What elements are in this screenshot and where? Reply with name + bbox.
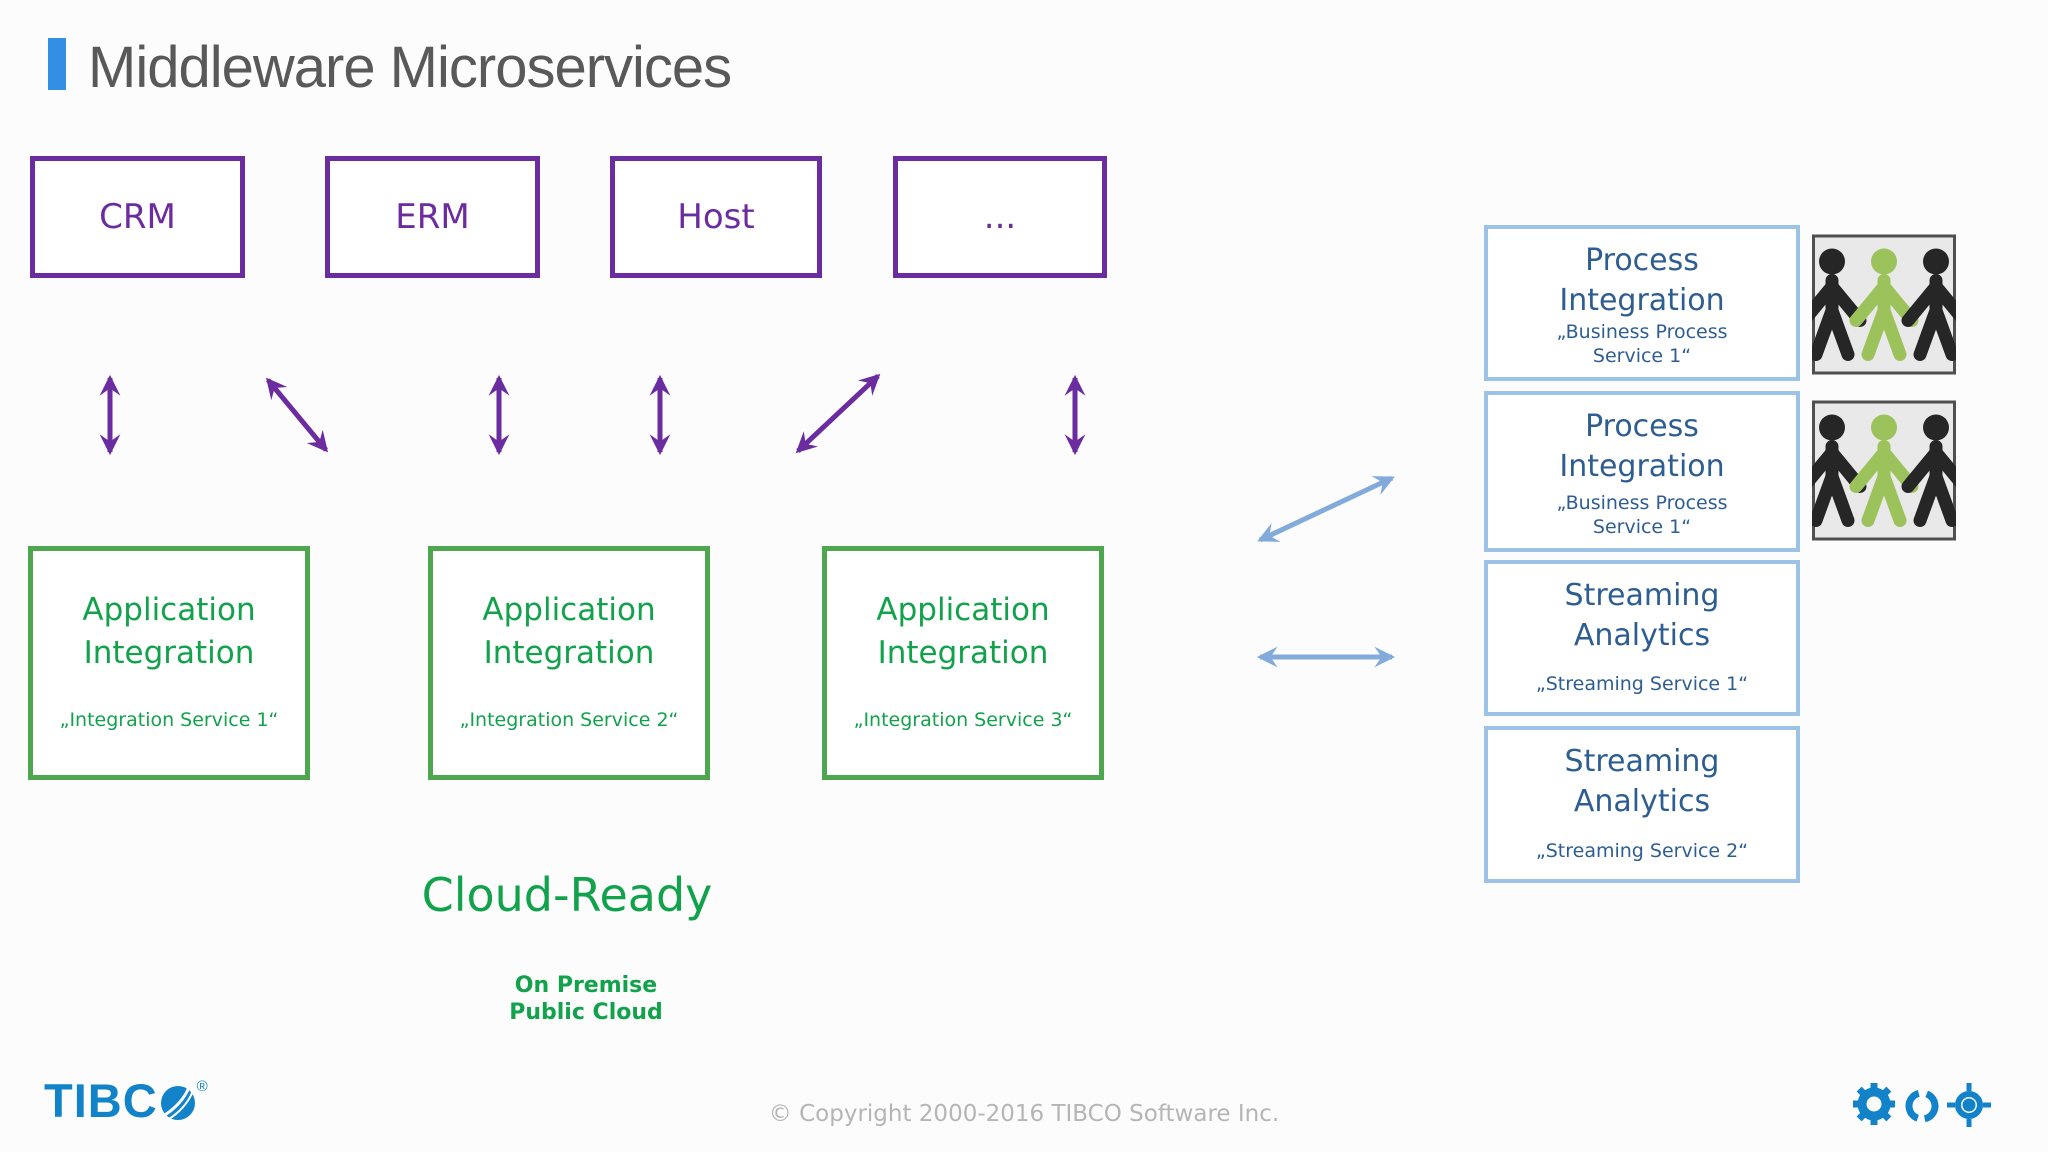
box-subtitle-line: „Streaming Service 1“ <box>1535 673 1749 695</box>
people-icon <box>1812 400 1956 541</box>
copyright-text: © Copyright 2000-2016 TIBCO Software Inc… <box>768 1101 1280 1127</box>
box-subtitle: „Streaming Service 1“ <box>1488 672 1796 696</box>
box-title-line: Application <box>876 592 1050 628</box>
box-subtitle-line: „Business Process <box>1556 492 1728 514</box>
system-box-label: ... <box>983 197 1017 237</box>
box-title: Streaming Analytics <box>1488 576 1796 656</box>
system-box-crm: CRM <box>30 156 245 278</box>
cloud-option-line: On Premise <box>514 973 658 998</box>
box-subtitle: „Business Process Service 1“ <box>1488 320 1796 368</box>
box-subtitle-line: „Streaming Service 2“ <box>1535 840 1749 862</box>
box-subtitle-line: „Business Process <box>1556 321 1728 343</box>
box-subtitle-line: Service 1“ <box>1592 516 1692 538</box>
box-title-line: Integration <box>83 635 255 671</box>
box-title-line: Analytics <box>1573 618 1711 653</box>
system-box-host: Host <box>610 156 822 278</box>
tibco-logo-globe-icon <box>160 1085 195 1120</box>
box-title-line: Streaming <box>1564 744 1720 779</box>
box-title: Application Integration <box>827 589 1099 675</box>
purple-double-arrow-2 <box>266 377 328 453</box>
system-box-erm: ERM <box>325 156 540 278</box>
streaming-analytics-box-1: Streaming Analytics „Streaming Service 1… <box>1484 560 1800 716</box>
sync-icon <box>1905 1089 1939 1123</box>
box-title-line: Integration <box>483 635 655 671</box>
box-title-line: Process <box>1585 409 1699 444</box>
target-icon <box>1947 1083 1991 1127</box>
app-integration-box-2: Application Integration „Integration Ser… <box>428 546 710 780</box>
box-title-line: Application <box>482 592 656 628</box>
gear-icon <box>1853 1083 1895 1125</box>
streaming-analytics-box-2: Streaming Analytics „Streaming Service 2… <box>1484 726 1800 883</box>
box-title: Application Integration <box>433 589 705 675</box>
app-integration-box-1: Application Integration „Integration Ser… <box>28 546 310 780</box>
people-icon <box>1812 234 1956 375</box>
purple-double-arrow-5 <box>795 373 881 454</box>
box-subtitle: „Integration Service 2“ <box>459 709 679 731</box>
box-title-line: Integration <box>1559 283 1725 318</box>
system-box-label: ERM <box>395 197 470 237</box>
cloud-ready-heading: Cloud-Ready <box>421 868 713 922</box>
blue-double-arrow-diagonal <box>1257 475 1395 543</box>
box-title: Process Integration <box>1488 241 1796 321</box>
registered-trademark-symbol: ® <box>196 1077 208 1095</box>
title-accent-bar <box>48 38 66 90</box>
box-title: Process Integration <box>1488 407 1796 487</box>
system-box-more: ... <box>893 156 1107 278</box>
cloud-option-line: Public Cloud <box>509 1000 663 1025</box>
box-subtitle: „Business Process Service 1“ <box>1488 491 1796 539</box>
person-black-right <box>1901 248 1956 361</box>
system-box-label: CRM <box>99 197 176 237</box>
person-black-right <box>1901 414 1956 527</box>
system-box-label: Host <box>677 197 755 237</box>
box-subtitle: „Streaming Service 2“ <box>1488 839 1796 863</box>
cloud-deployment-options: On Premise Public Cloud <box>486 972 686 1026</box>
tibco-logo-text: TIBC <box>44 1074 158 1127</box>
app-integration-box-3: Application Integration „Integration Ser… <box>822 546 1104 780</box>
process-integration-box-1: Process Integration „Business Process Se… <box>1484 225 1800 381</box>
box-title: Application Integration <box>33 589 305 675</box>
box-subtitle: „Integration Service 1“ <box>59 709 279 731</box>
box-title-line: Application <box>82 592 256 628</box>
box-title-line: Analytics <box>1573 784 1711 819</box>
page-title: Middleware Microservices <box>88 35 732 100</box>
box-title-line: Process <box>1585 243 1699 278</box>
box-title: Streaming Analytics <box>1488 742 1796 822</box>
box-title-line: Integration <box>877 635 1049 671</box>
box-subtitle: „Integration Service 3“ <box>853 709 1073 731</box>
box-title-line: Streaming <box>1564 578 1720 613</box>
tibco-logo: TIBC ® <box>44 1074 208 1127</box>
box-subtitle-line: Service 1“ <box>1592 345 1692 367</box>
box-title-line: Integration <box>1559 449 1725 484</box>
process-integration-box-2: Process Integration „Business Process Se… <box>1484 391 1800 552</box>
